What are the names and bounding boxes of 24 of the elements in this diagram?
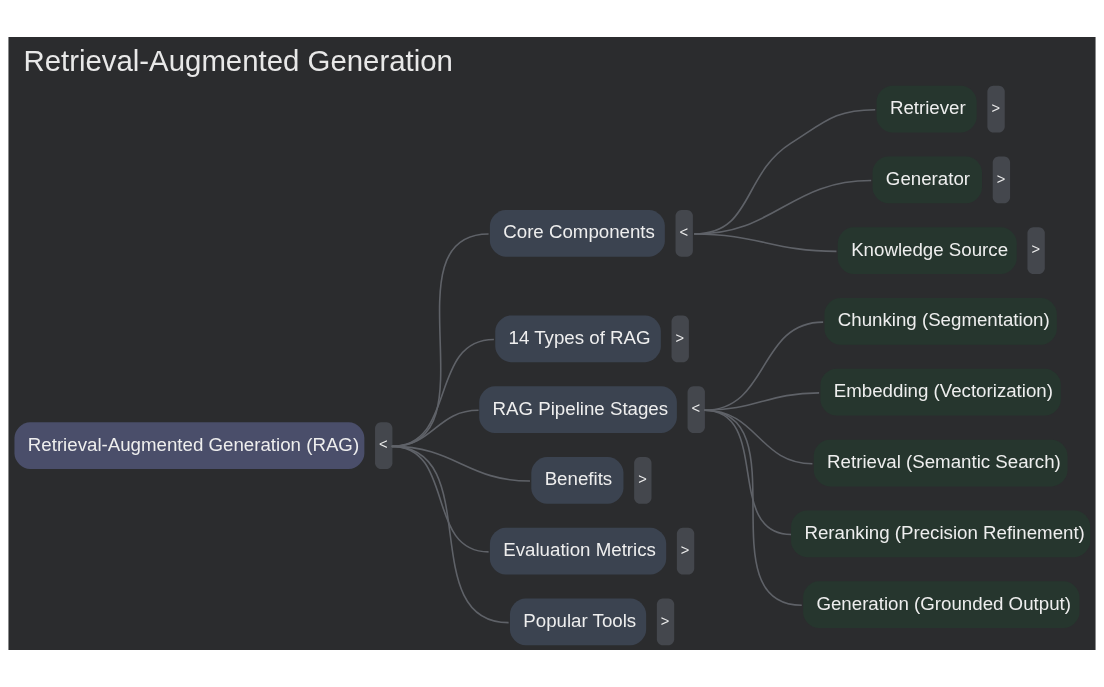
node-label: > — [675, 329, 685, 346]
connector — [703, 321, 824, 412]
connector — [703, 392, 820, 412]
node-label: > — [1031, 241, 1041, 258]
diagram-title: Retrieval-Augmented Generation — [23, 44, 453, 78]
node-label: > — [638, 471, 647, 488]
node-label: < — [379, 436, 388, 453]
node-label: > — [680, 541, 690, 558]
connector — [390, 338, 495, 448]
node-box: Reranking (Precision Refinement) — [791, 510, 1091, 558]
connector — [703, 409, 803, 607]
connector — [390, 445, 510, 624]
node-label: < — [679, 224, 689, 241]
node-label: < — [691, 400, 701, 417]
node-box: Generation (Grounded Output) — [803, 581, 1080, 628]
connector — [390, 233, 490, 448]
connector — [693, 233, 838, 253]
node-label: > — [991, 99, 1000, 116]
node-label: > — [996, 170, 1006, 187]
node-box: Embedding (Vectorization) — [820, 368, 1061, 416]
node-box: Retrieval (Semantic Search) — [813, 439, 1068, 487]
connector — [390, 409, 480, 448]
node-label: > — [660, 612, 670, 629]
node-box: Chunking (Segmentation) — [824, 298, 1057, 345]
